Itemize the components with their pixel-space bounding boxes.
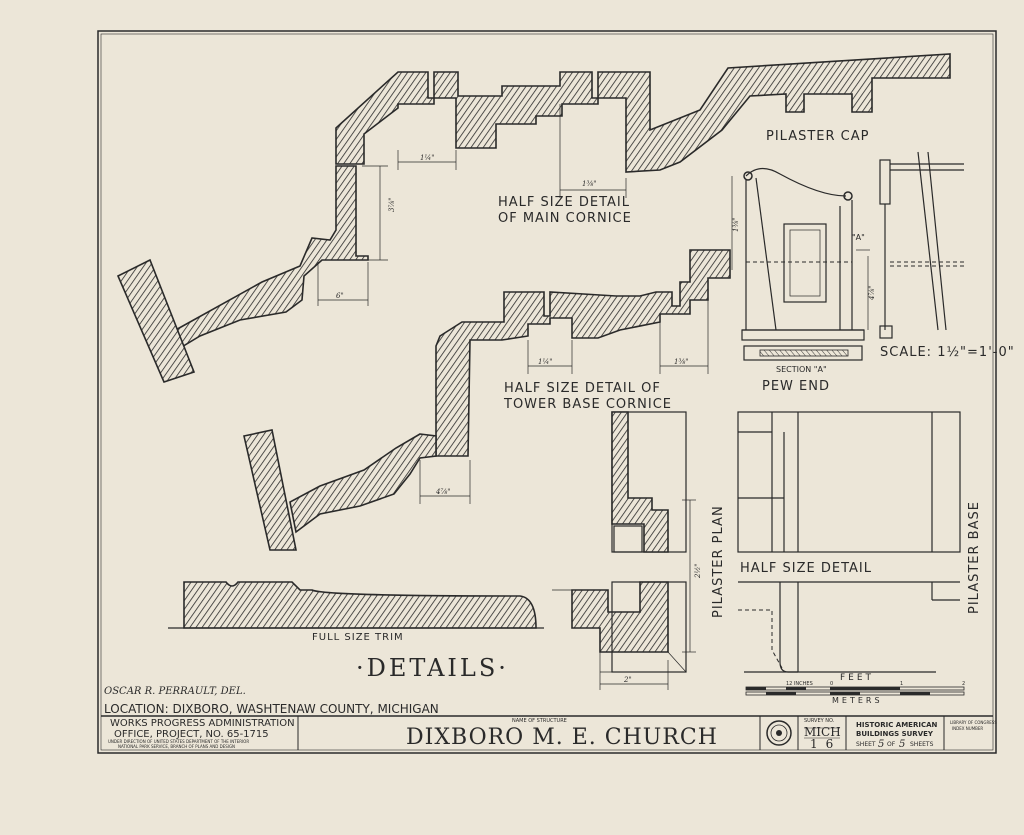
pew-end-elevation: 1⅜" 4⅞" "A" [731,167,876,341]
dim-pilaster-2: 2½" [694,564,702,579]
scale-tick-0: 0 [830,681,833,687]
tb-wpa-line-3: UNDER DIRECTION OF UNITED STATES DEPARTM… [108,739,249,744]
pilaster-plan-upper [611,411,687,553]
pew-end-side-section [879,151,964,339]
dim-main-3: 3⅞" [388,198,396,212]
scale-tick-2: 2 [962,681,965,687]
dim-pilaster-1: 2" [623,676,632,684]
scale-meters-label: METERS [832,696,883,705]
label-pew-end: PEW END [762,379,830,394]
main-cornice-profile [116,53,951,383]
label-full-size-trim: FULL SIZE TRIM [312,632,404,643]
label-location: LOCATION: DIXBORO, WASHTENAW COUNTY, MIC… [104,702,439,716]
label-main-cornice-1: HALF SIZE DETAIL [498,195,630,210]
tb-name-label: NAME OF STRUCTURE [512,718,567,724]
tb-sheets-word: SHEETS [910,741,934,748]
label-delineator: OSCAR R. PERRAULT, DEL. [104,686,246,697]
label-details-title: ·DETAILS· [356,654,509,682]
main-cornice-dimensions: 1¼" 1⅜" 3⅞" 6" [317,104,627,306]
tb-library-line-1: LIBRARY OF CONGRESS [950,720,997,725]
tb-sheet-num: 5 [878,739,884,750]
scale-tick-1: 1 [900,681,903,687]
tb-library-line-2: INDEX NUMBER [952,726,983,731]
tb-wpa-line-2: OFFICE, PROJECT, NO. 65-1715 [114,729,269,740]
tb-of-word: OF [887,741,896,748]
tb-survey-label: SURVEY NO. [804,718,835,724]
inner-border [100,33,994,751]
outer-border [97,30,997,754]
dim-pew-1: 1⅜" [732,218,740,232]
label-section-a: SECTION "A" [776,365,827,374]
dim-pew-2: 4⅞" [868,286,876,301]
title-block [101,715,993,750]
label-pilaster-cap: PILASTER CAP [766,129,870,144]
dim-tower-2: 1⅜" [674,358,688,366]
nps-seal-icon [766,720,792,746]
tb-habs-line-1: HISTORIC AMERICAN [856,721,938,729]
full-size-trim-profile [168,581,544,629]
dim-main-1: 1¼" [420,154,434,162]
pew-end-section-a [743,345,863,361]
tb-survey-number: 16 [810,737,841,751]
dim-main-2: 1⅜" [582,180,596,188]
tb-sheet-word: SHEET [856,741,876,748]
dim-tower-3: 4⅞" [435,488,450,496]
label-half-size-detail: HALF SIZE DETAIL [740,561,872,576]
scale-feet-label: FEET [840,673,874,683]
pilaster-half-size-upper [737,411,961,553]
label-pilaster-base: PILASTER BASE [967,501,982,614]
dim-tower-1: 1¼" [538,358,552,366]
label-main-cornice-2: OF MAIN CORNICE [498,211,632,226]
label-a-marker: "A" [852,233,865,242]
tb-habs-line-2: BUILDINGS SURVEY [856,730,934,738]
tower-cornice-profile [243,249,731,551]
label-tower-cornice-1: HALF SIZE DETAIL OF [504,381,661,396]
dim-main-4: 6" [336,292,344,300]
tb-survey-state: MICH [804,725,841,739]
tower-cornice-dimensions: 1¼" 1⅜" 4⅞" [419,300,709,504]
label-scale: SCALE: 1½"=1'-0" [880,345,1015,360]
label-tower-cornice-2: TOWER BASE CORNICE [503,397,672,412]
pilaster-plan-lower: 2" 2½" [552,499,702,690]
pilaster-half-size-lower [738,581,960,673]
tb-sheet-total: 5 [899,739,905,750]
tb-wpa-line-1: WORKS PROGRESS ADMINISTRATION [110,718,295,729]
scale-inches-label: 12 INCHES [786,681,813,687]
graphic-scale-bar: FEET 12 INCHES 0 1 2 METERS [745,673,965,705]
label-pilaster-plan: PILASTER PLAN [711,505,726,618]
tb-wpa-line-4: NATIONAL PARK SERVICE, BRANCH OF PLANS A… [118,744,235,749]
tb-structure-name: DIXBORO M. E. CHURCH [406,725,718,750]
